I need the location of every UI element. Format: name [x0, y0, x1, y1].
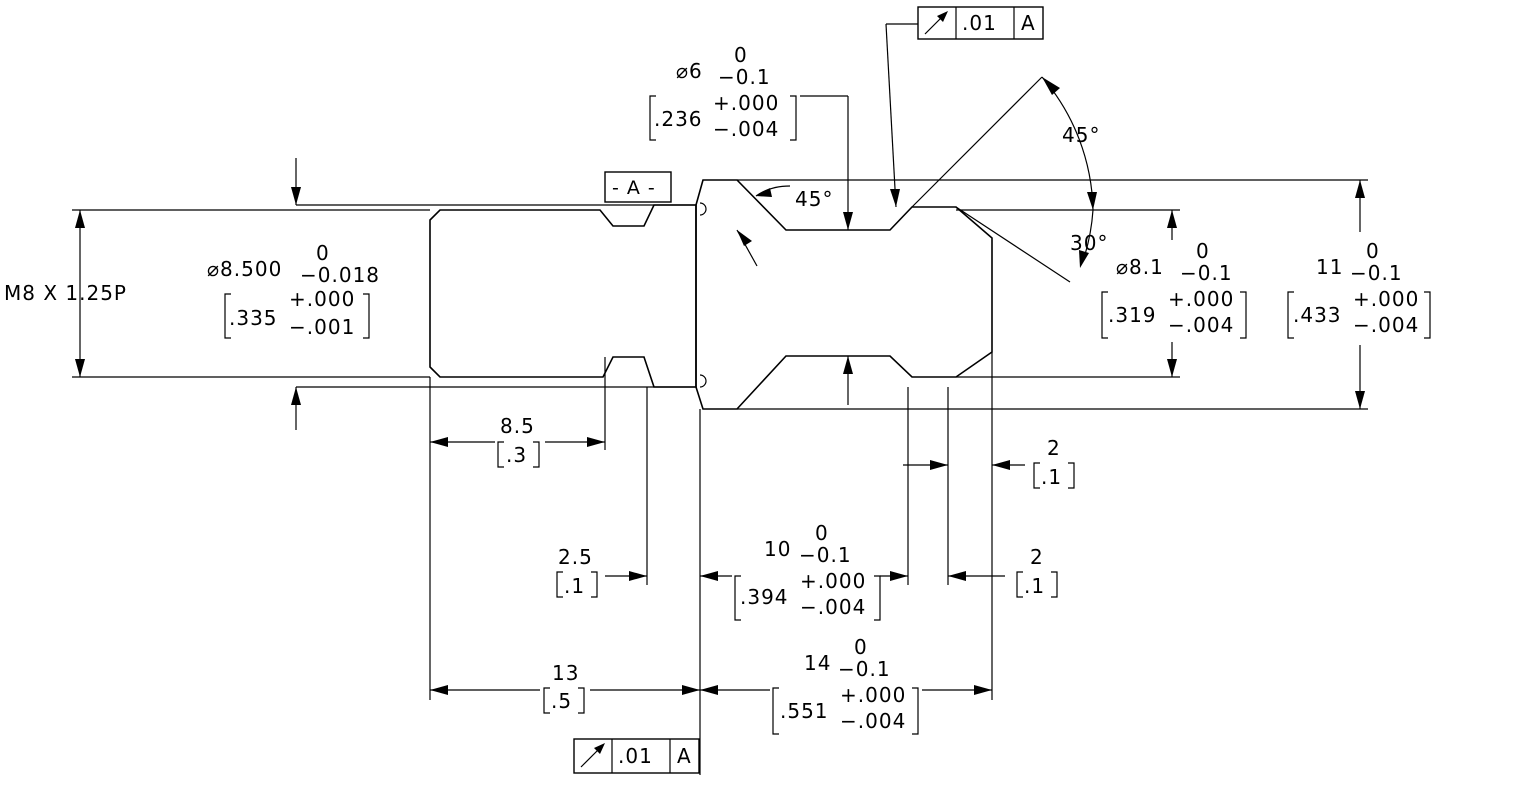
inch-nominal: .551: [780, 699, 829, 723]
dim-value: 13: [552, 661, 579, 685]
inch-nominal: .394: [740, 585, 789, 609]
tol-upper: 0: [1366, 239, 1380, 263]
inch-value: .1: [1041, 465, 1062, 489]
inch-upper: +.000: [840, 683, 906, 707]
inch-lower: −.004: [713, 117, 779, 141]
inch-upper: +.000: [713, 91, 779, 115]
inch-upper: +.000: [800, 569, 866, 593]
fcf-runout-top: .01 A: [917, 6, 1044, 40]
dim-value: 14: [804, 651, 831, 675]
dim-dia-8-1: ⌀8.1 0 −0.1 .319 +.000 −.004: [1101, 239, 1247, 339]
dim-value: 11: [1316, 255, 1343, 279]
dim-value: 2: [1047, 436, 1061, 460]
dim-len-2-lower: 2 .1: [1016, 545, 1058, 598]
tol-lower: −0.1: [799, 543, 852, 567]
tol-lower: −0.1: [1180, 261, 1233, 285]
inch-nominal: .319: [1108, 303, 1157, 327]
threaded-body: [429, 204, 697, 388]
inch-lower: −.004: [800, 595, 866, 619]
inch-nominal: .433: [1293, 303, 1342, 327]
dim-dia-11: 11 0 −0.1 .433 +.000 −.004: [1287, 239, 1431, 339]
inch-upper: +.000: [1353, 287, 1419, 311]
thread-label: M8 X 1.25P: [4, 281, 127, 305]
runout-arrow-icon: [580, 743, 605, 768]
dim-len-2-5: 2.5 .1: [556, 545, 598, 598]
dim-value: ⌀6: [676, 59, 703, 83]
dim-len-14: 14 0 −0.1 .551 +.000 −.004: [772, 635, 919, 735]
dim-dia-8-500: ⌀8.500 0 −0.018 .335 +.000 −.001: [207, 241, 380, 339]
dim-dia-6: ⌀6 0 −0.1 .236 +.000 −.004: [649, 43, 797, 141]
inch-lower: −.001: [289, 315, 355, 339]
dim-value: ⌀8.500: [207, 257, 282, 281]
angle-45-left: 45°: [795, 187, 833, 211]
dim-len-2-upper: 2 .1: [1033, 436, 1075, 489]
angle-45-top: 45°: [1062, 123, 1100, 147]
inch-nominal: .236: [654, 107, 703, 131]
tol-lower: −0.018: [300, 263, 380, 287]
dim-len-8-5: 8.5 .3: [497, 414, 540, 468]
tol-upper: 0: [815, 521, 829, 545]
dim-value: 2: [1030, 545, 1044, 569]
dim-value: ⌀8.1: [1116, 255, 1164, 279]
tol-lower: −0.1: [718, 65, 771, 89]
inch-lower: −.004: [840, 709, 906, 733]
dim-len-13: 13 .5: [543, 661, 585, 714]
fcf-tolerance: .01: [962, 11, 997, 35]
datum-a-label: - A -: [612, 177, 656, 199]
inch-value: .1: [1024, 574, 1045, 598]
angle-30: 30°: [1070, 231, 1108, 255]
tol-upper: 0: [734, 43, 748, 67]
inch-upper: +.000: [289, 287, 355, 311]
part-section: [429, 179, 993, 410]
runout-arrow-icon: [924, 11, 948, 35]
dimension-geometry: [72, 23, 1368, 775]
fcf-runout-bottom: .01 A: [573, 738, 700, 774]
tol-upper: 0: [316, 241, 330, 265]
dim-value: 10: [764, 537, 791, 561]
fcf-datum: A: [1021, 11, 1036, 35]
inch-upper: +.000: [1168, 287, 1234, 311]
inch-value: .3: [506, 443, 527, 467]
inch-lower: −.004: [1353, 313, 1419, 337]
inch-value: .5: [551, 689, 572, 713]
tol-lower: −0.1: [838, 657, 891, 681]
inch-lower: −.004: [1168, 313, 1234, 337]
tol-upper: 0: [854, 635, 868, 659]
tol-upper: 0: [1196, 239, 1210, 263]
tol-lower: −0.1: [1350, 261, 1403, 285]
inch-nominal: .335: [229, 306, 278, 330]
fcf-datum: A: [677, 744, 692, 768]
dim-value: 2.5: [558, 545, 593, 569]
dim-len-10: 10 0 −0.1 .394 +.000 −.004: [734, 521, 881, 621]
fcf-tolerance: .01: [618, 744, 653, 768]
datum-a-box: [604, 171, 672, 203]
inch-value: .1: [564, 574, 585, 598]
dim-value: 8.5: [500, 414, 535, 438]
